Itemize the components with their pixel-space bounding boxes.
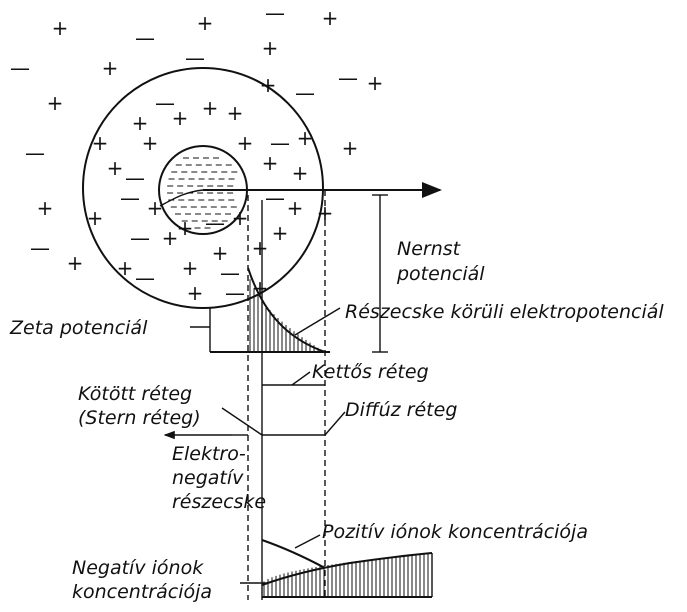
plus-charge: + (197, 11, 214, 35)
plus-charge: + (87, 206, 104, 230)
bound-layer-label-line2: (Stern réteg) (78, 407, 201, 429)
plus-charge: + (252, 236, 269, 260)
nernst-label-line2: potenciál (396, 263, 485, 285)
plus-charge: + (47, 91, 64, 115)
plus-charge: + (187, 281, 204, 305)
plus-charge: + (232, 206, 249, 230)
plus-charge: + (107, 156, 124, 180)
minus-charge: — (225, 281, 245, 305)
ion-charges: +—+—+—++—+++——++++—+++—++—+++—+—+—++++—+… (10, 1, 383, 305)
diffuse-layer-leader (325, 412, 345, 435)
positive-ion-curve (262, 540, 325, 568)
plus-charge: + (177, 216, 194, 240)
minus-charge: — (155, 91, 175, 115)
minus-charge: — (295, 81, 315, 105)
negative-ions-label-line1: Negatív iónok (72, 557, 204, 579)
plus-charge: + (342, 136, 359, 160)
particle-potential-label: Részecske körüli elektropotenciál (345, 301, 664, 323)
zeta-label: Zeta potenciál (9, 317, 148, 339)
plus-charge: + (322, 6, 339, 30)
nernst-label-line1: Nernst (397, 238, 462, 260)
plus-charge: + (117, 256, 134, 280)
double-layer-label: Kettős réteg (312, 361, 429, 383)
plus-charge: + (37, 196, 54, 220)
plus-charge: + (142, 131, 159, 155)
plus-charge: + (92, 131, 109, 155)
plus-charge: + (227, 101, 244, 125)
minus-charge: — (135, 266, 155, 290)
plus-charge: + (202, 96, 219, 120)
diffuse-layer-label: Diffúz réteg (345, 399, 457, 421)
plus-charge: + (147, 196, 164, 220)
negative-ions-label-line2: koncentrációja (72, 581, 212, 603)
plus-charge: + (260, 73, 277, 97)
minus-charge: — (265, 1, 285, 25)
plus-charge: + (297, 126, 314, 150)
plus-charge: + (262, 151, 279, 175)
plus-charge: + (237, 131, 254, 155)
minus-charge: — (25, 141, 45, 165)
minus-charge: — (338, 66, 358, 90)
plus-charge: + (182, 256, 199, 280)
minus-charge: — (185, 46, 205, 70)
bound-layer-leader (222, 408, 262, 435)
positive-ions-label: Pozitív iónok koncentrációja (322, 521, 588, 543)
particle-label-line1: Elektro- (172, 443, 246, 465)
plus-charge: + (292, 161, 309, 185)
particle-radius-line (160, 190, 203, 206)
concentration-area-hatching (264, 553, 428, 597)
minus-charge: — (265, 186, 285, 210)
particle-potential-leader (295, 308, 340, 335)
minus-charge: — (30, 236, 50, 260)
plus-charge: + (67, 251, 84, 275)
particle-label-line3: részecske (172, 491, 266, 513)
double-layer-leader (292, 372, 310, 385)
plus-charge: + (287, 196, 304, 220)
plus-charge: + (162, 226, 179, 250)
plus-charge: + (102, 56, 119, 80)
minus-charge: — (135, 26, 155, 50)
minus-charge: — (130, 226, 150, 250)
minus-charge: — (120, 186, 140, 210)
plus-charge: + (262, 36, 279, 60)
plus-charge: + (272, 221, 289, 245)
plus-charge: + (52, 16, 69, 40)
plus-charge: + (367, 71, 384, 95)
particle-label-line2: negatív (172, 467, 244, 489)
bound-layer-label-line1: Kötött réteg (78, 383, 192, 405)
minus-charge: — (10, 56, 30, 80)
positive-ions-leader (295, 535, 320, 548)
minus-charge: — (205, 211, 225, 235)
